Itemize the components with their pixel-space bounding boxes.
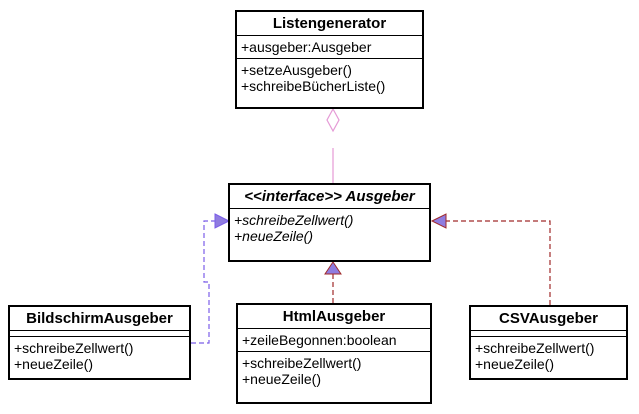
class-csvausgeber: CSVAusgeber +schreibeZellwert() +neueZei… bbox=[469, 305, 628, 380]
method: +setzeAusgeber() bbox=[241, 62, 352, 78]
class-listengenerator: Listengenerator +ausgeber:Ausgeber +setz… bbox=[235, 10, 424, 109]
method: +neueZeile() bbox=[234, 228, 313, 244]
methods-section: +setzeAusgeber() +schreibeBücherListe() bbox=[237, 58, 422, 97]
aggregation-diamond-icon bbox=[326, 107, 340, 133]
class-name: BildschirmAusgeber bbox=[26, 310, 173, 327]
class-name: CSVAusgeber bbox=[499, 310, 598, 327]
attributes-section: +ausgeber:Ausgeber bbox=[237, 35, 422, 58]
method: +neueZeile() bbox=[475, 356, 554, 372]
attributes-section: +zeileBegonnen:boolean bbox=[238, 328, 430, 351]
interface-header: <<interface>> Ausgeber bbox=[230, 185, 429, 208]
method: +neueZeile() bbox=[14, 356, 93, 372]
stereotype: <<interface>> bbox=[244, 188, 342, 205]
realization-csv-line bbox=[446, 220, 551, 305]
interface-name: Ausgeber bbox=[345, 188, 415, 205]
method: +schreibeZellwert() bbox=[234, 212, 354, 228]
attribute: +ausgeber:Ausgeber bbox=[241, 39, 372, 55]
class-name: HtmlAusgeber bbox=[282, 308, 386, 325]
method: +neueZeile() bbox=[242, 371, 321, 387]
realization-bildschirm-line bbox=[191, 220, 229, 344]
attributes-section bbox=[471, 330, 626, 336]
methods-section: +schreibeZellwert() +neueZeile() bbox=[10, 336, 189, 375]
methods-section: +schreibeZellwert() +neueZeile() bbox=[230, 208, 429, 247]
class-name: Listengenerator bbox=[272, 15, 387, 32]
method: +schreibeBücherListe() bbox=[241, 78, 386, 94]
method: +schreibeZellwert() bbox=[242, 355, 362, 371]
method: +schreibeZellwert() bbox=[14, 340, 134, 356]
methods-section: +schreibeZellwert() +neueZeile() bbox=[238, 351, 430, 390]
realization-triangle-icon bbox=[324, 261, 342, 275]
class-htmlausgeber: HtmlAusgeber +zeileBegonnen:boolean +sch… bbox=[236, 303, 432, 404]
realization-triangle-icon bbox=[214, 213, 231, 229]
attribute: +zeileBegonnen:boolean bbox=[242, 332, 397, 348]
attributes-section bbox=[10, 330, 189, 336]
methods-section: +schreibeZellwert() +neueZeile() bbox=[471, 336, 626, 375]
method: +schreibeZellwert() bbox=[475, 340, 595, 356]
interface-ausgeber: <<interface>> Ausgeber +schreibeZellwert… bbox=[228, 183, 431, 262]
realization-triangle-icon bbox=[430, 213, 447, 229]
class-bildschirmausgeber: BildschirmAusgeber +schreibeZellwert() +… bbox=[8, 305, 191, 380]
